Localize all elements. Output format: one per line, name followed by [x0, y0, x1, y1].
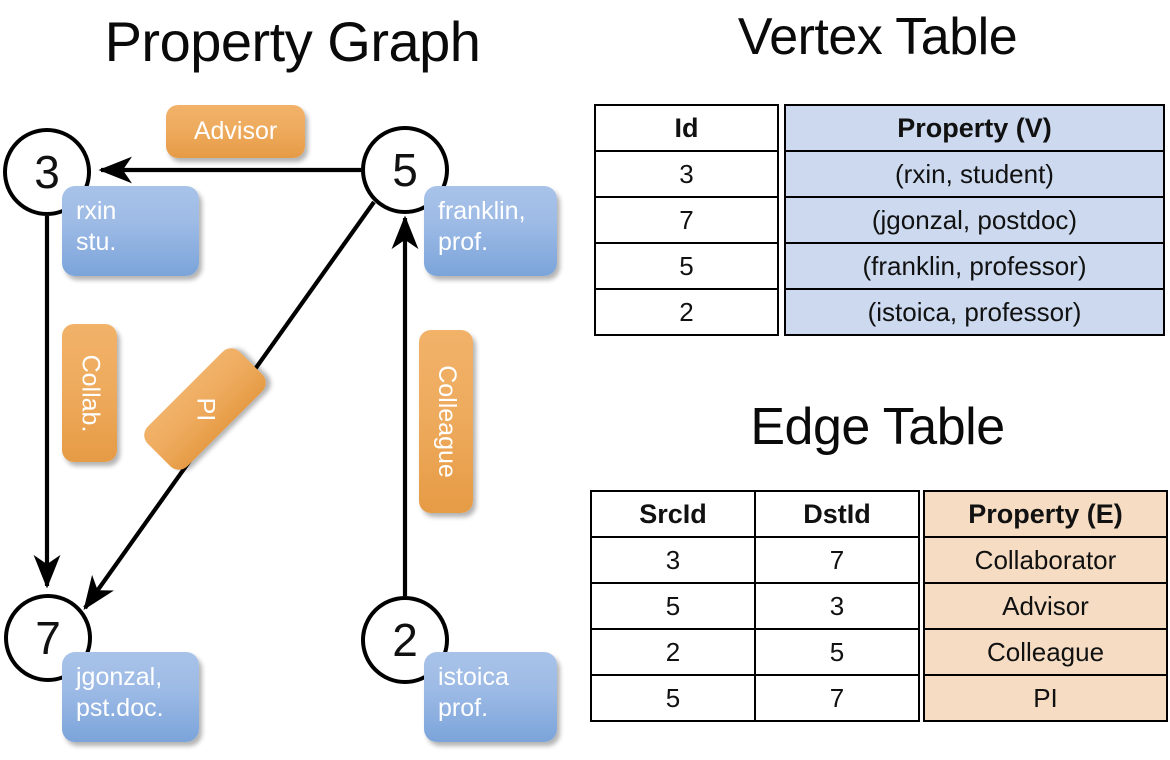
vertex-property-line-2: stu.: [76, 228, 117, 256]
edge-label-colleague-text: Colleague: [432, 365, 461, 478]
table-row[interactable]: (rxin, student): [784, 150, 1165, 198]
property-graph-diagram: 3 5 7 2 rxin stu. franklin, prof. jgonza…: [3, 105, 557, 742]
vertex-property-line-1: jgonzal,: [76, 663, 163, 691]
vertex-property-cell: (jgonzal, postdoc): [784, 196, 1165, 244]
graph-node-5[interactable]: 5: [361, 126, 449, 214]
vertex-property-line-2: pst.doc.: [76, 694, 164, 722]
vertex-table-header-id: Id: [594, 104, 779, 152]
vertex-id-cell: 5: [594, 242, 779, 290]
edge-label-pi-text: PI: [191, 397, 220, 421]
vertex-property-box-5[interactable]: franklin, prof.: [424, 186, 557, 276]
page-title-edge-table: Edge Table: [750, 398, 1005, 456]
vertex-property-line-1: rxin: [76, 197, 117, 225]
table-row[interactable]: 2 5: [590, 628, 920, 676]
table-row[interactable]: 7: [594, 196, 779, 244]
table-row[interactable]: Advisor: [923, 582, 1168, 630]
edge-table-header-property: Property (E): [923, 490, 1168, 538]
table-row[interactable]: 5: [594, 242, 779, 290]
graph-node-2[interactable]: 2: [361, 596, 449, 684]
edge-dst-cell: 3: [754, 582, 920, 630]
vertex-property-line-1: franklin,: [438, 197, 526, 225]
table-row[interactable]: Colleague: [923, 628, 1168, 676]
vertex-id-cell: 7: [594, 196, 779, 244]
page-title-vertex-table: Vertex Table: [737, 8, 1018, 66]
table-header-row: SrcId DstId: [590, 490, 920, 538]
vertex-property-cell: (franklin, professor): [784, 242, 1165, 290]
vertex-property-line-1: istoica: [438, 663, 509, 691]
edge-label-collab[interactable]: Collab.: [62, 324, 117, 462]
table-header-row: Id: [594, 104, 779, 152]
edge-src-cell: 5: [590, 674, 756, 722]
vertex-property-box-3[interactable]: rxin stu.: [62, 186, 199, 276]
vertex-property-line-2: prof.: [438, 228, 489, 256]
table-row[interactable]: (franklin, professor): [784, 242, 1165, 290]
page-title-property-graph: Property Graph: [104, 10, 481, 73]
table-header-row: Property (E): [923, 490, 1168, 538]
edge-src-cell: 3: [590, 536, 756, 584]
edge-property-cell: Collaborator: [923, 536, 1168, 584]
table-header-row: Property (V): [784, 104, 1165, 152]
edge-label-advisor-text: Advisor: [193, 117, 278, 145]
edge-dst-cell: 7: [754, 536, 920, 584]
edge-dst-cell: 5: [754, 628, 920, 676]
edge-property-cell: Advisor: [923, 582, 1168, 630]
edge-property-cell: Colleague: [923, 628, 1168, 676]
table-row[interactable]: 2: [594, 288, 779, 336]
vertex-property-cell: (rxin, student): [784, 150, 1165, 198]
vertex-table-header-property: Property (V): [784, 104, 1165, 152]
table-row[interactable]: (jgonzal, postdoc): [784, 196, 1165, 244]
vertex-id-cell: 2: [594, 288, 779, 336]
vertex-id-cell: 3: [594, 150, 779, 198]
edge-table-header-srcid: SrcId: [590, 490, 756, 538]
table-row[interactable]: Collaborator: [923, 536, 1168, 584]
vertex-property-line-2: prof.: [438, 694, 489, 722]
edge-table-property-column: Property (E) Collaborator Advisor Collea…: [923, 490, 1168, 722]
edge-label-collab-text: Collab.: [76, 354, 105, 432]
edge-label-colleague[interactable]: Colleague: [419, 330, 473, 513]
vertex-table-id-column: Id 3 7 5 2: [594, 104, 779, 336]
table-row[interactable]: PI: [923, 674, 1168, 722]
edge-property-cell: PI: [923, 674, 1168, 722]
edge-table-header-dstid: DstId: [754, 490, 920, 538]
edge-label-advisor[interactable]: Advisor: [166, 105, 305, 158]
table-row[interactable]: (istoica, professor): [784, 288, 1165, 336]
table-row[interactable]: 3 7: [590, 536, 920, 584]
vertex-property-box-7[interactable]: jgonzal, pst.doc.: [62, 652, 199, 742]
edge-src-cell: 5: [590, 582, 756, 630]
table-row[interactable]: 5 7: [590, 674, 920, 722]
vertex-table-property-column: Property (V) (rxin, student) (jgonzal, p…: [784, 104, 1165, 336]
vertex-property-box-2[interactable]: istoica prof.: [424, 652, 557, 742]
table-row[interactable]: 5 3: [590, 582, 920, 630]
edge-src-cell: 2: [590, 628, 756, 676]
table-row[interactable]: 3: [594, 150, 779, 198]
edge-table-id-columns: SrcId DstId 3 7 5 3 2 5 5 7: [590, 490, 920, 722]
edge-dst-cell: 7: [754, 674, 920, 722]
vertex-property-cell: (istoica, professor): [784, 288, 1165, 336]
